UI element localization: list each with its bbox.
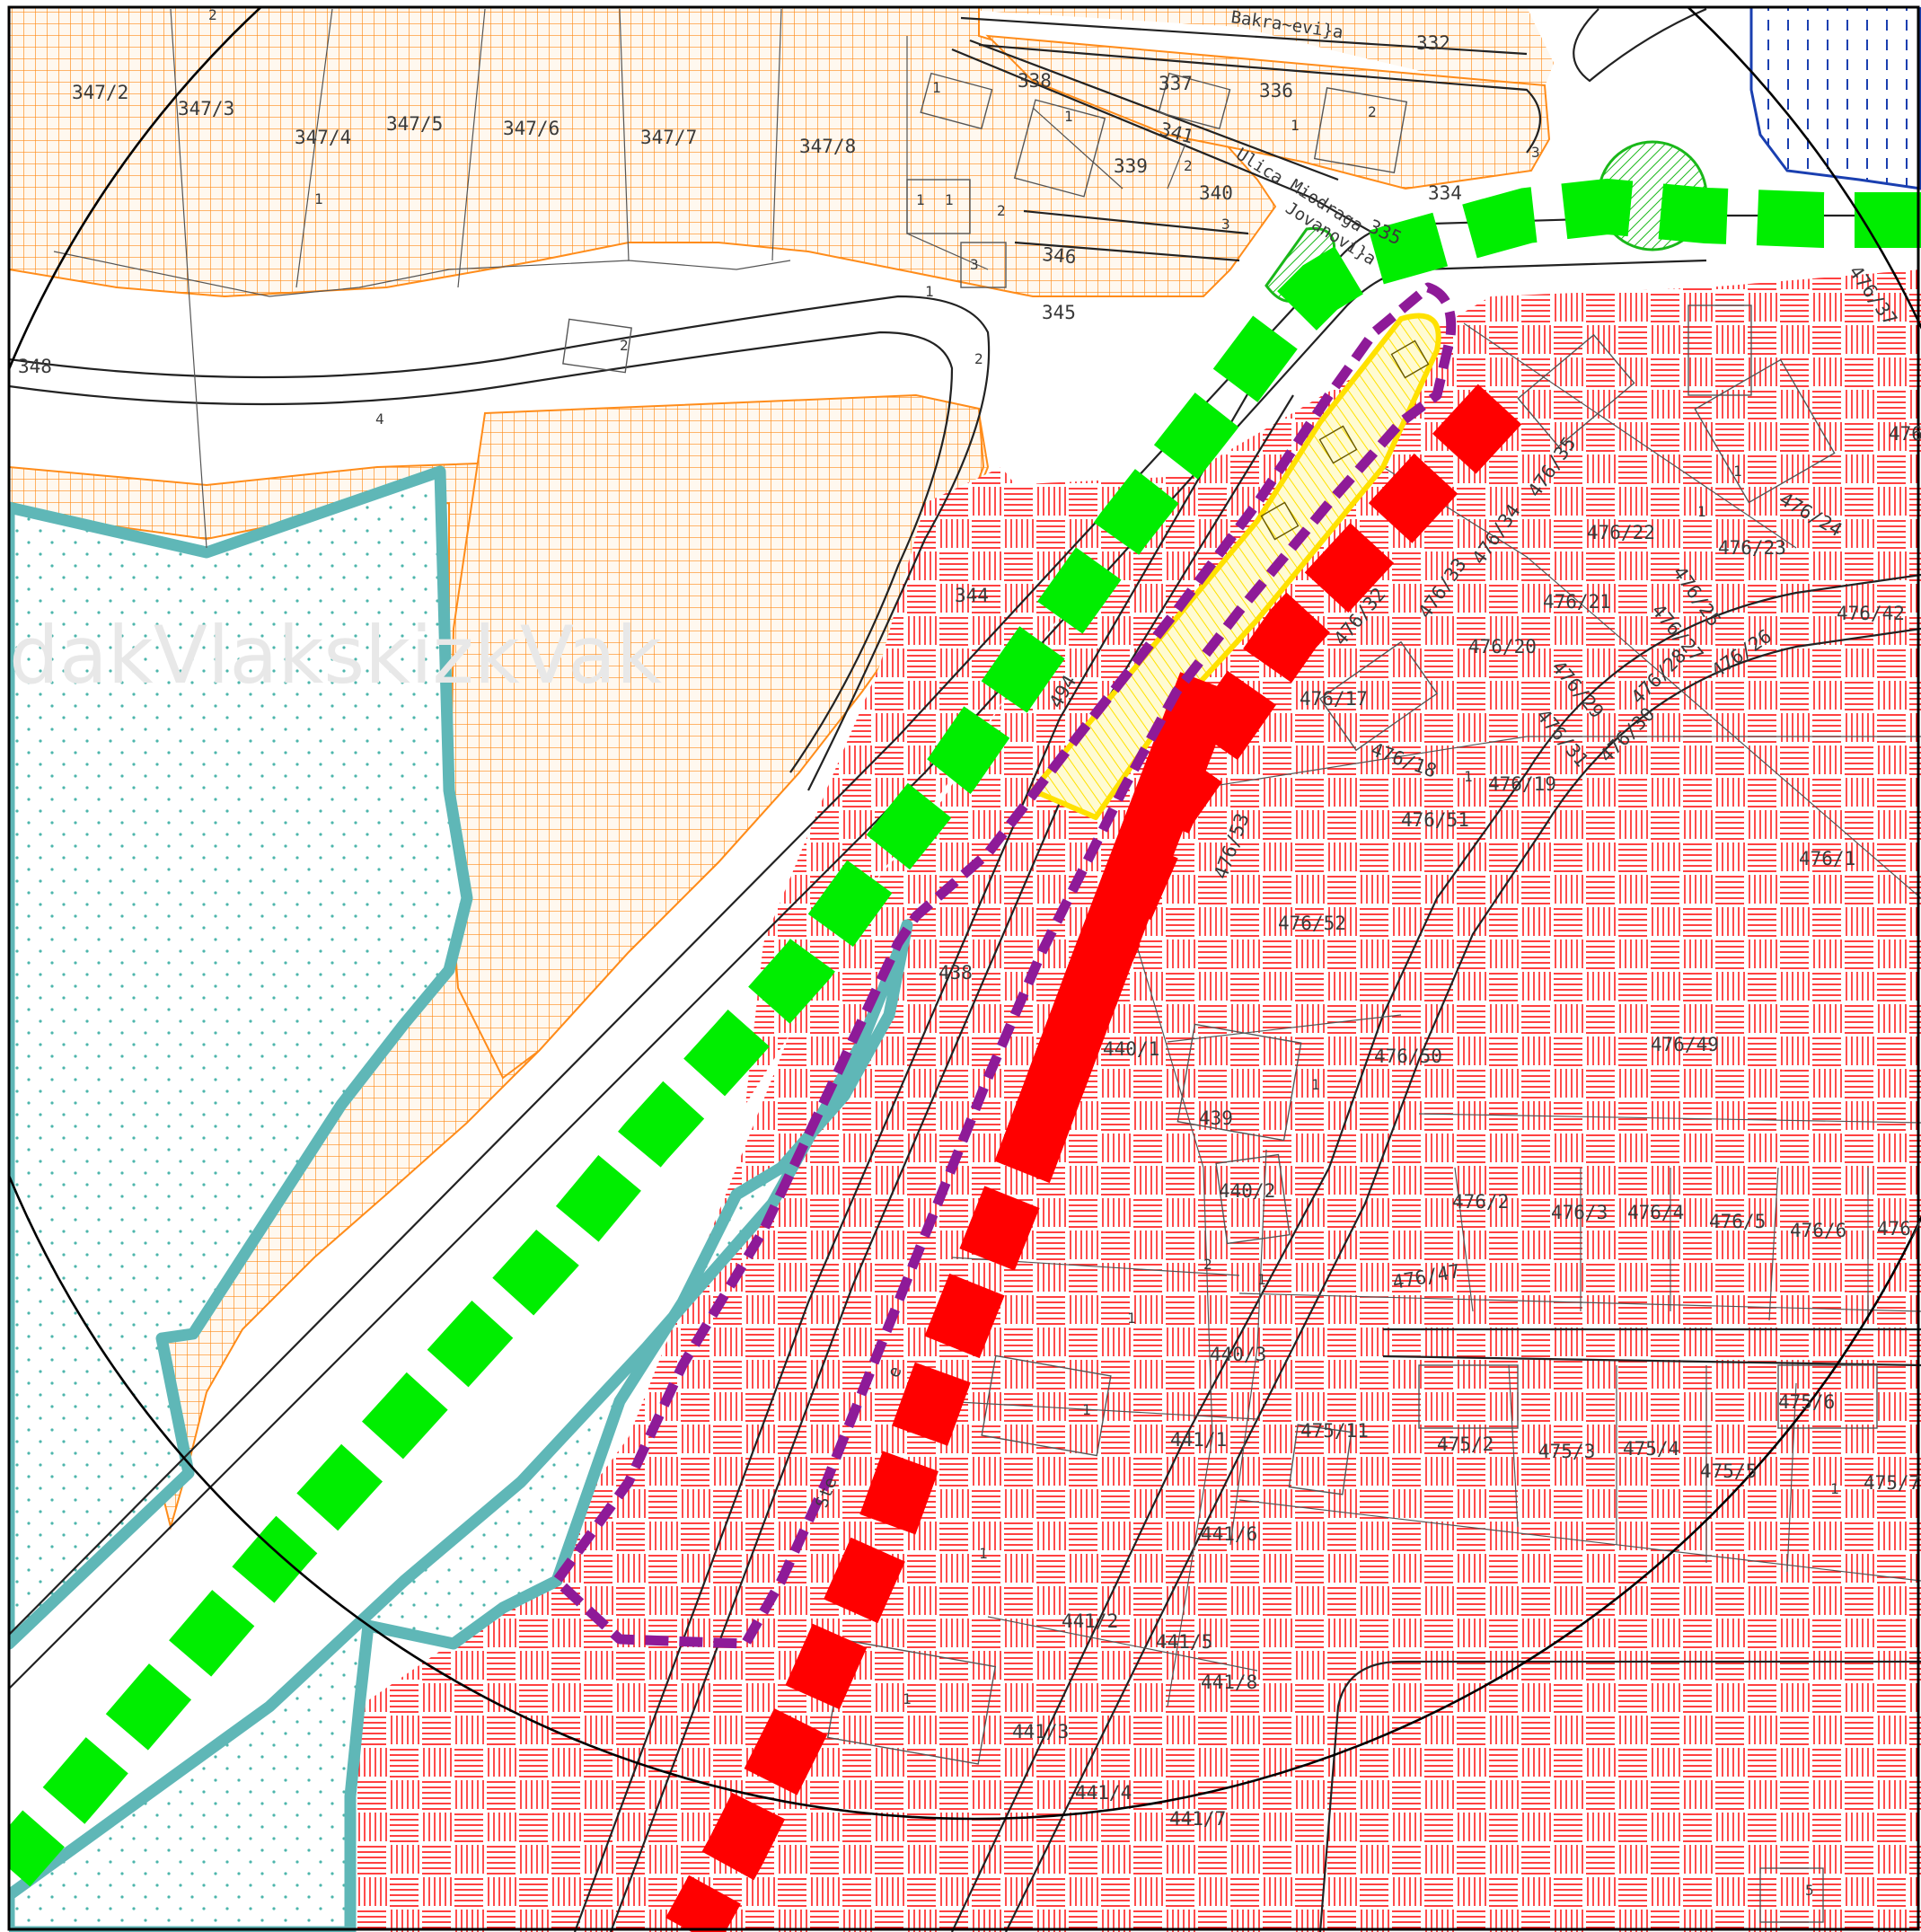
parcel-label: 441/2: [1062, 1610, 1118, 1632]
building-index: 1: [903, 1690, 912, 1707]
building-index: 1: [1257, 1271, 1266, 1288]
parcel-label: 475/4: [1623, 1438, 1679, 1460]
parcel-label: 476/49: [1651, 1034, 1719, 1055]
parcel-label: 332: [1416, 32, 1450, 54]
building-index: 3: [970, 256, 979, 273]
plan-boundary-purple: [551, 282, 1457, 1649]
teal-dotted-zone: [9, 465, 913, 1932]
building-index: 1: [1127, 1310, 1136, 1327]
building-index: 1: [945, 191, 954, 208]
parcel-label: 440/2: [1219, 1180, 1275, 1202]
parcel-label: 347/7: [640, 127, 697, 148]
parcel-label: 345: [1042, 302, 1076, 323]
radius-circle: [9, 7, 1921, 1820]
parcel-label: 476/3: [1551, 1202, 1608, 1223]
parcel-label: 334: [1428, 182, 1462, 204]
building-index: 3: [1531, 144, 1540, 161]
parcel-label: 441/1: [1170, 1429, 1227, 1451]
parcel-label: 440/3: [1210, 1344, 1266, 1365]
parcel-boundaries: [53, 8, 1921, 1707]
building-index: 1: [979, 1545, 988, 1562]
building-index: 2: [997, 202, 1006, 219]
parcel-label: 438: [938, 962, 973, 984]
parcel-label: 347/4: [295, 127, 351, 148]
building-index: 1: [1697, 503, 1706, 520]
parcel-label: 439: [1199, 1107, 1233, 1129]
watermark-text: dakVlakskizkVak: [9, 609, 662, 701]
parcel-label: 336: [1259, 80, 1293, 101]
parcel-label: 346: [1042, 243, 1078, 268]
building-index: 1: [1311, 1076, 1320, 1093]
parcel-label: 476/4: [1627, 1202, 1684, 1223]
parcel-label: 476/42: [1837, 603, 1905, 624]
building-index: 2: [974, 350, 983, 367]
parcel-label: 440/1: [1103, 1038, 1159, 1060]
parcel-label: 347/2: [72, 82, 128, 103]
red-zone: [314, 269, 1921, 1932]
parcel-label: 441/7: [1169, 1808, 1226, 1830]
parcel-label: 344: [955, 585, 989, 606]
building-index: 1: [1830, 1480, 1839, 1497]
parcel-label: 340: [1199, 182, 1233, 204]
parcel-label: 475/5: [1700, 1460, 1757, 1482]
building-index: 3: [1221, 216, 1230, 233]
parcel-label: 347/6: [503, 118, 560, 139]
parcel-label: 476/: [1877, 1218, 1921, 1239]
red-corridor-line: [665, 384, 1522, 1932]
parcel-label: 476/20: [1468, 636, 1537, 657]
building-index: 2: [208, 6, 217, 23]
parcel-label: 476/6: [1790, 1220, 1846, 1241]
building-index: 1: [925, 283, 934, 300]
building-index: 2: [1368, 103, 1377, 120]
building-index: 1: [1082, 1401, 1091, 1418]
building-index: 2: [620, 337, 629, 354]
parcel-label: 476/19: [1488, 773, 1556, 795]
parcel-label: 476/51: [1401, 809, 1469, 831]
parcel-label: 476/1: [1799, 848, 1855, 869]
parcel-label: 347/8: [799, 136, 856, 157]
parcel-label: 338: [1018, 70, 1052, 92]
building-index: 1: [314, 190, 323, 207]
parcel-label: 475/11: [1300, 1420, 1369, 1442]
parcel-label: 476: [1889, 423, 1921, 445]
building-index: 1: [1064, 108, 1073, 125]
parcel-label: 337: [1159, 73, 1193, 94]
parcel-label: 339: [1114, 155, 1148, 177]
parcel-label: 475/3: [1538, 1441, 1595, 1462]
building-index: 1: [1464, 768, 1473, 785]
parcel-label: 441/8: [1201, 1672, 1257, 1693]
parcel-label: 476/50: [1374, 1045, 1442, 1067]
parcel-label: 348: [18, 356, 52, 377]
parcel-label: 441/5: [1156, 1631, 1212, 1653]
building-index: 4: [375, 410, 384, 428]
parcel-label: 441/3: [1012, 1721, 1069, 1742]
building-index: 1: [916, 191, 925, 208]
parcel-label: 475/7: [1864, 1472, 1920, 1494]
parcel-label: 476/52: [1278, 913, 1346, 934]
parcel-label: 476/17: [1300, 688, 1368, 710]
building-index: 1: [932, 79, 941, 96]
water-zone: [1749, 7, 1921, 190]
building-index-labels: 2 1 2 4 1 1 2 3 1 2 3 1 1 2 3 1 2 1 1 1 …: [208, 6, 1839, 1899]
parcel-label: 441/4: [1075, 1782, 1132, 1804]
parcel-label: 475/2: [1437, 1434, 1494, 1455]
parcel-label: 476/2: [1452, 1191, 1509, 1213]
parcel-label: 476/5: [1709, 1211, 1766, 1232]
parcel-label: 347/5: [386, 113, 443, 135]
parcel-label: 347/3: [178, 98, 234, 119]
building-index: 2: [1203, 1256, 1212, 1273]
map-frame: [7, 5, 1920, 1931]
building-index: 2: [1184, 157, 1193, 174]
parcel-label: 475/6: [1778, 1391, 1835, 1413]
building-index: 5: [1805, 1882, 1814, 1899]
parcel-label: 476/22: [1587, 522, 1655, 543]
parcel-label: 476/23: [1718, 537, 1786, 559]
parcel-label: 476/21: [1543, 591, 1611, 613]
building-index: 1: [1733, 463, 1742, 480]
building-footprints: [562, 72, 1878, 1923]
project-buildings: [1260, 340, 1430, 541]
building-index: 1: [1291, 117, 1300, 134]
parcel-label: 441/6: [1201, 1523, 1257, 1545]
